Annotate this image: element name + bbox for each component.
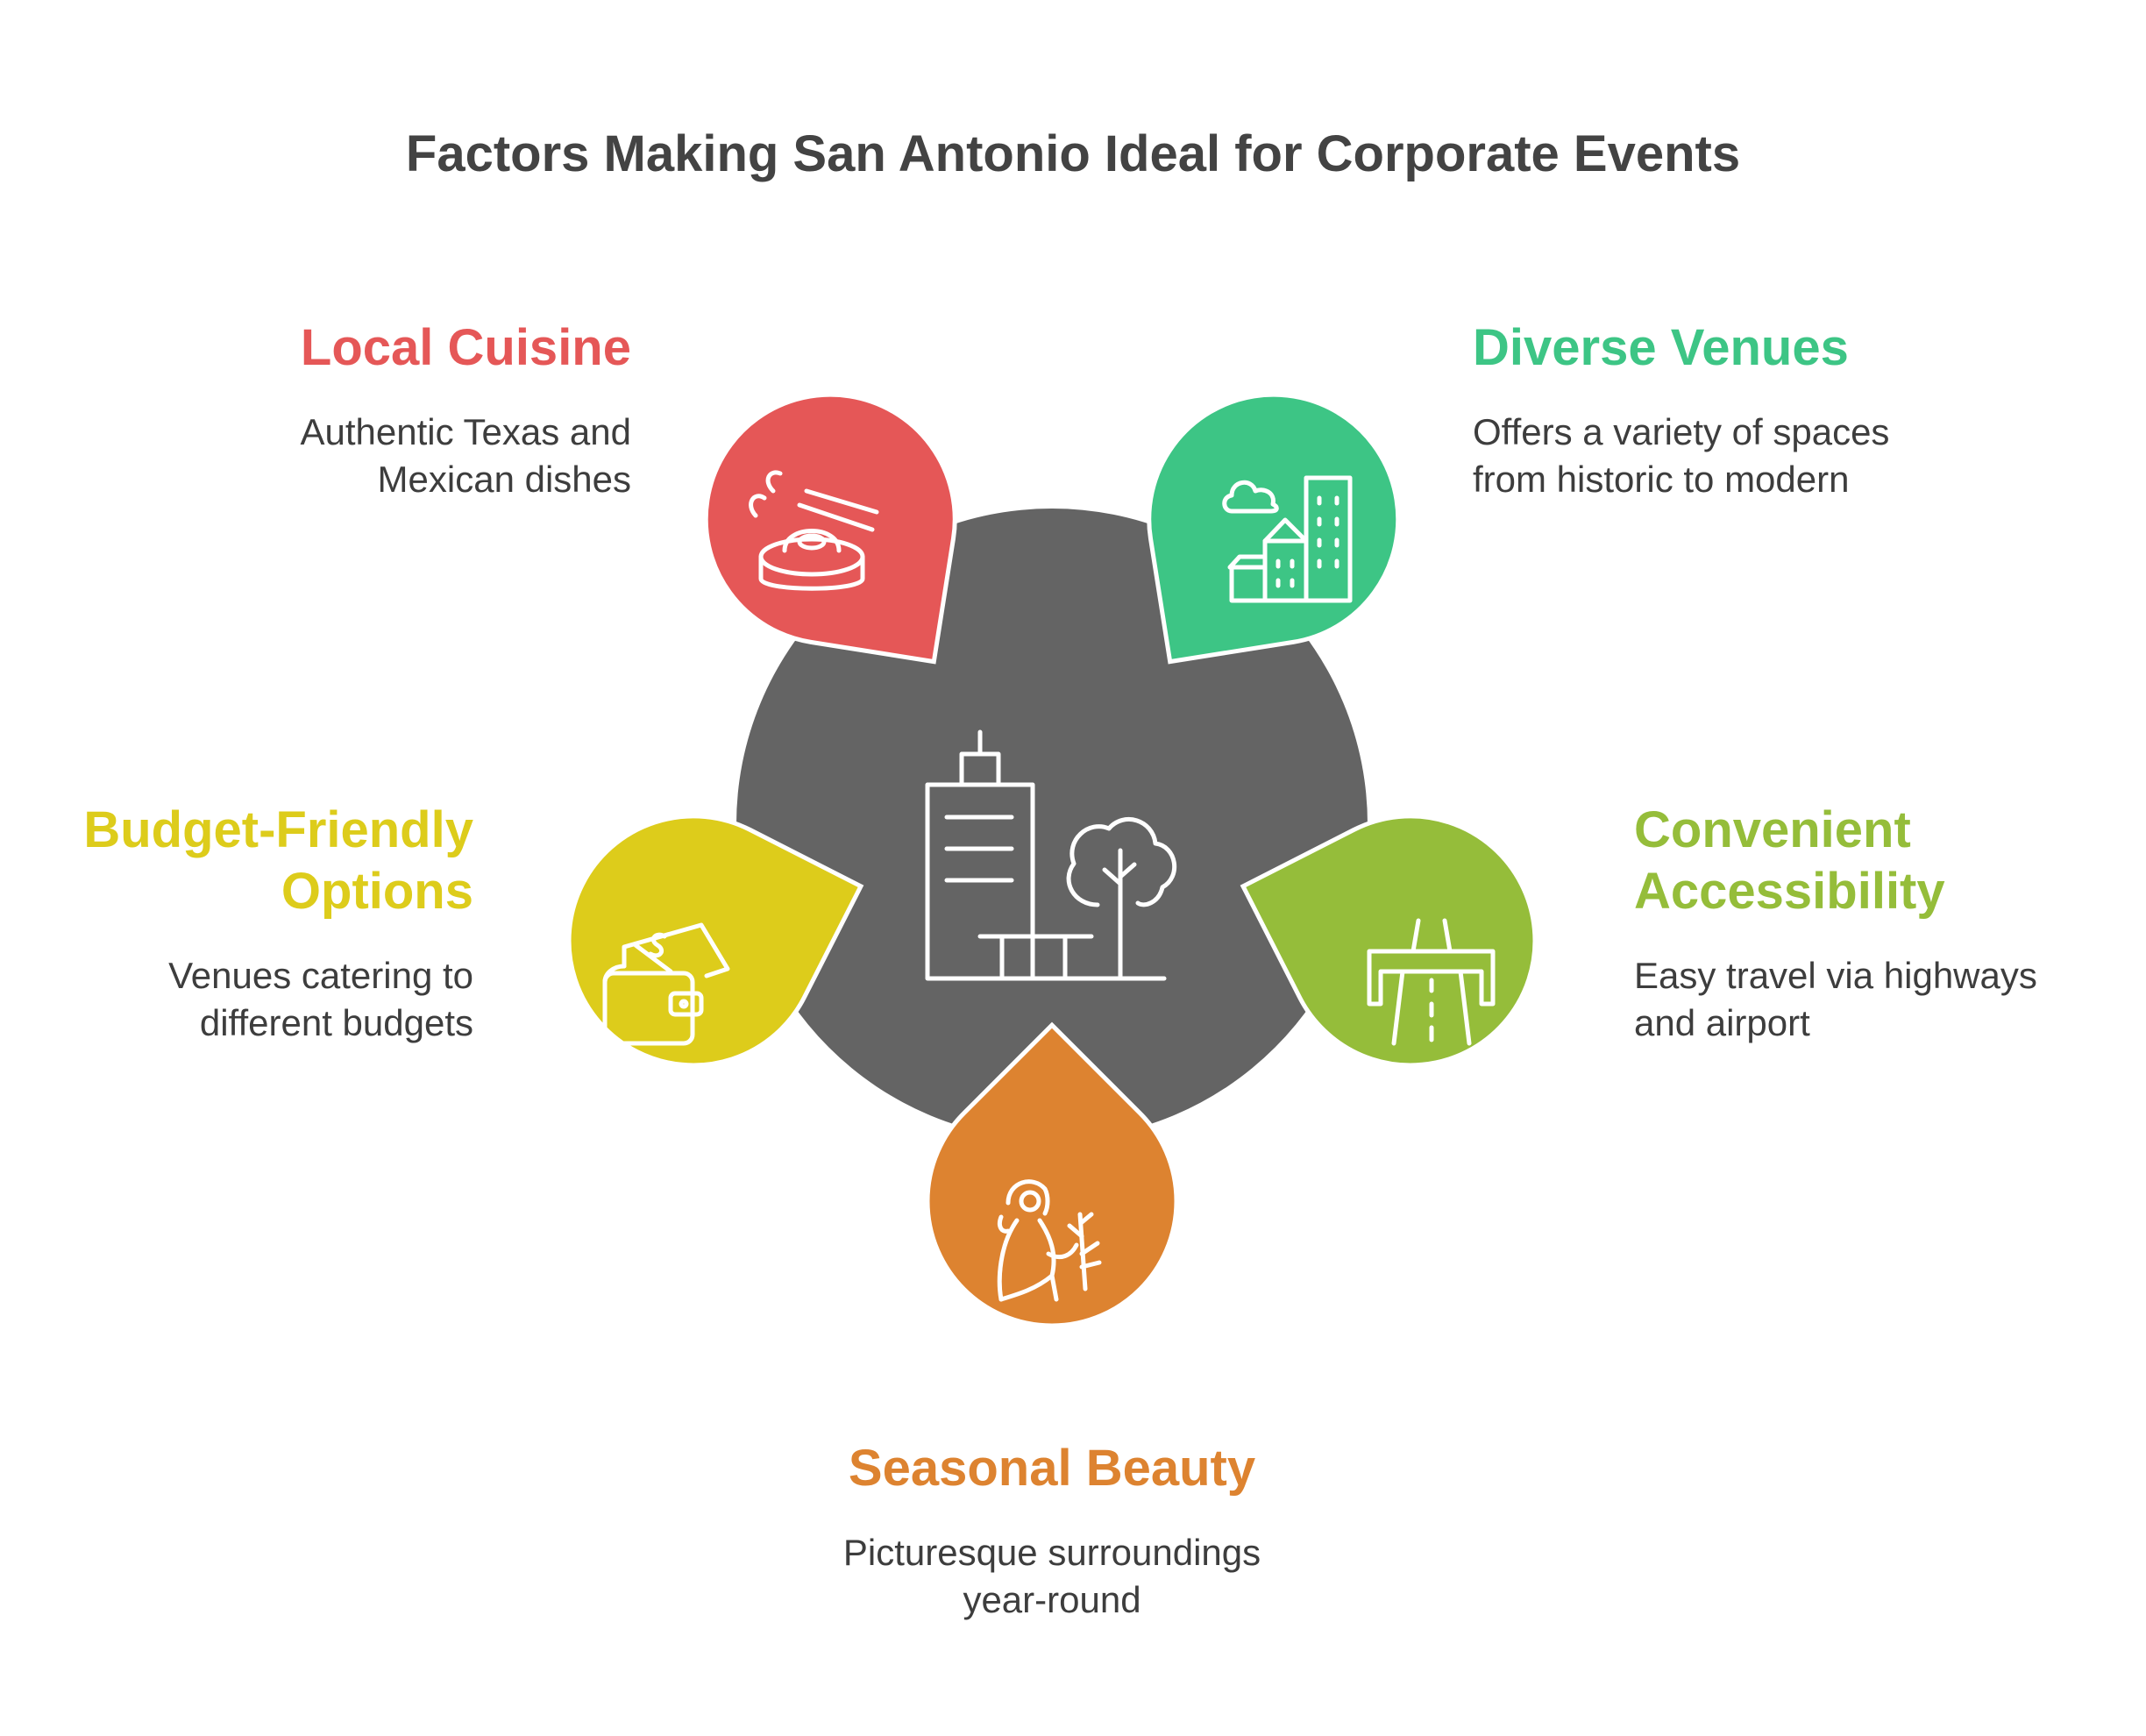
pin-budget-friendly-options — [566, 814, 864, 1068]
pin-local-cuisine — [703, 392, 957, 665]
food-bowl-icon — [749, 470, 879, 591]
highway-icon — [1367, 918, 1496, 1046]
factor-heading: Diverse Venues — [1473, 319, 1849, 376]
factor-label-local-cuisine: Local Cuisine Authentic Texas and Mexica… — [175, 317, 632, 503]
office-building-tree-icon — [925, 729, 1177, 981]
factor-label-seasonal-beauty: Seasonal Beauty Picturesque surroundings… — [789, 1438, 1315, 1624]
wallet-icon — [602, 922, 730, 1046]
person-with-plant-icon — [997, 1179, 1102, 1302]
pin-convenient-accessibility — [1240, 814, 1538, 1068]
factor-heading: Convenient Accessibility — [1634, 801, 1945, 920]
factor-description: Offers a variety of spaces from historic… — [1473, 411, 1890, 500]
factor-description: Authentic Texas and Mexican dishes — [300, 411, 632, 500]
factor-heading: Seasonal Beauty — [848, 1440, 1256, 1497]
city-buildings-icon — [1222, 475, 1353, 603]
pin-diverse-venues — [1147, 392, 1401, 665]
factor-description: Picturesque surroundings year-round — [842, 1532, 1261, 1620]
pin-seasonal-beauty — [925, 1021, 1179, 1328]
factor-label-diverse-venues: Diverse Venues Offers a variety of space… — [1473, 317, 1929, 503]
factor-description: Venues catering to different budgets — [168, 955, 473, 1043]
factor-heading: Local Cuisine — [300, 319, 631, 376]
factor-heading: Budget-Friendly Options — [83, 801, 473, 920]
page-title: Factors Making San Antonio Ideal for Cor… — [405, 125, 1741, 182]
factor-description: Easy travel via highways and airport — [1634, 955, 2037, 1043]
factor-label-budget-friendly-options: Budget-Friendly Options Venues catering … — [35, 800, 473, 1047]
factor-label-convenient-accessibility: Convenient Accessibility Easy travel via… — [1634, 800, 2090, 1047]
center-circle — [736, 509, 1368, 1140]
